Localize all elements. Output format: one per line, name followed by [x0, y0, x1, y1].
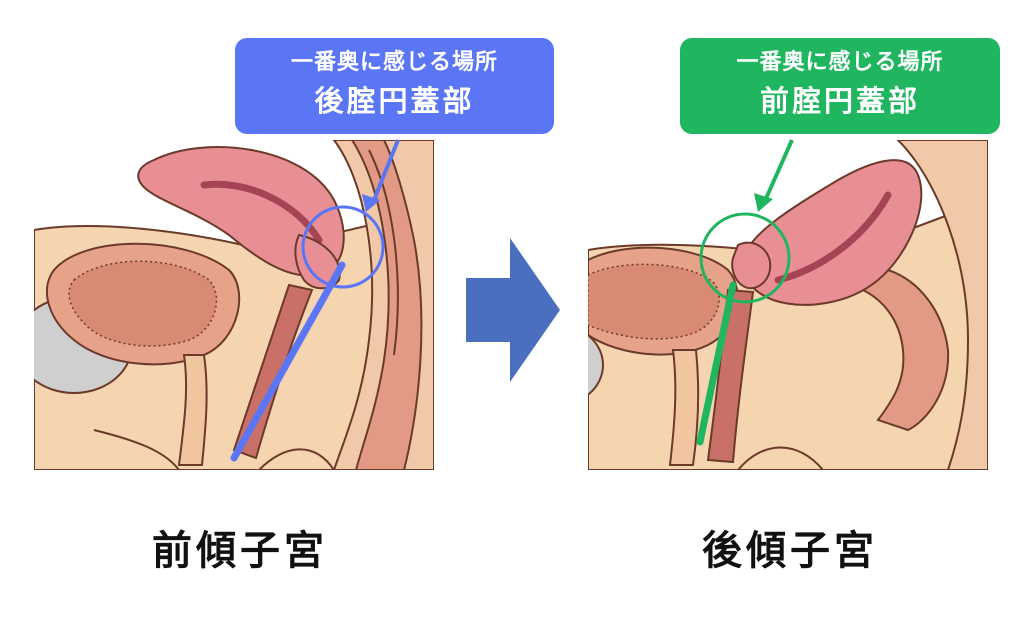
bladder-inner: [68, 260, 218, 347]
rectum: [861, 268, 950, 432]
retroverted-uterus-illustration: [588, 140, 988, 470]
perineum-contour: [93, 429, 180, 470]
bladder-inner: [588, 263, 721, 340]
insertion-line: [230, 261, 346, 462]
callout-box-right: 一番奥に感じる場所 前腟円蓋部: [680, 38, 1000, 134]
anteverted-uterus-illustration: [34, 140, 434, 470]
caption-retroverted: 後傾子宮: [702, 528, 878, 574]
pubic-bone: [588, 333, 604, 397]
callout-title: 前腟円蓋部: [759, 84, 920, 118]
uterine-cavity: [774, 191, 892, 284]
callout-subtitle: 一番奥に感じる場所: [736, 50, 944, 75]
transition-arrow-icon: [466, 238, 560, 382]
caption-anteverted: 前傾子宮: [152, 528, 328, 574]
callout-subtitle: 一番奥に感じる場所: [290, 50, 498, 75]
rectum: [350, 140, 423, 470]
vaginal-canal: [232, 283, 314, 460]
callout-box-left: 一番奥に感じる場所 後腟円蓋部: [235, 38, 554, 134]
insertion-line: [696, 281, 737, 446]
urethra: [668, 349, 700, 466]
posterior-tissue: [896, 140, 988, 470]
callout-title: 後腟円蓋部: [314, 84, 475, 118]
cervix: [731, 241, 772, 290]
urethra: [177, 354, 208, 466]
